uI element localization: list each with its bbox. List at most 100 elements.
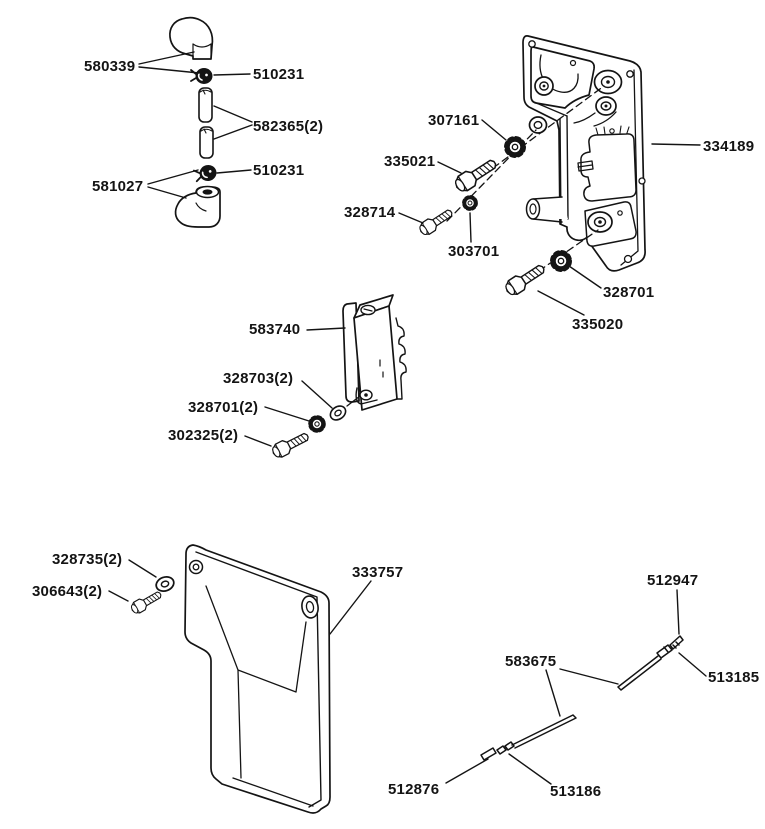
lead-lower-connector [496,741,515,755]
lead-upper-connector [656,644,673,659]
callout-303701: 303701 [448,243,499,260]
cover-ear-bore [192,563,200,571]
leader-513185 [678,652,707,677]
leader-328714 [398,212,424,224]
plate-window [530,46,596,109]
leader-335020 [537,290,585,316]
callout-583675: 583675 [505,653,556,670]
part-lockwasher-328701-2 [310,417,324,431]
callout-302325: 302325(2) [168,427,238,444]
part-screw-302325 [269,428,312,461]
group-power-pack [342,294,407,411]
callout-513185: 513185 [708,669,759,686]
part-washer-328735 [153,573,177,595]
plate-boss-window-ring [539,81,549,91]
powerpack-top-slot [363,308,373,312]
plate-hole-bottom-right [623,254,633,264]
plate-boss-midleft [528,116,548,134]
plate-hole-top-mid [569,59,577,67]
callout-510231-bottom: 510231 [253,162,304,179]
plate-hole-top-left [528,40,536,48]
plate-boss-arm [573,111,617,127]
leader-513186 [508,753,552,785]
powerpack-face-marks [379,359,384,378]
plate-boss-cylinder-cap [525,198,541,220]
leader-335021 [437,161,462,174]
group-leads [480,635,684,761]
plate-cutout-hatch [595,125,630,136]
plate-cutout-mark [609,128,615,134]
plate-boss-lower-ring [600,101,612,111]
part-screw-306643 [128,588,164,617]
part-elbow-580339-detail [192,43,212,59]
callout-labels: 580339 510231 582365(2) 510231 581027 30… [32,58,759,800]
callout-334189: 334189 [703,138,754,155]
callout-512876: 512876 [388,781,439,798]
leader-lines [108,51,707,785]
part-tube-582365-a-cap [199,89,212,95]
leader-582365 [213,105,253,140]
leader-328735 [128,559,157,578]
plate-hole-top-right [626,70,634,78]
plate-boss-cylinder-body [533,197,568,219]
plate-boss-cylinder-lines [532,196,563,223]
callout-510231-top: 510231 [253,66,304,83]
leader-303701 [469,212,472,243]
cover-grommet-bore [305,600,315,614]
plate-boss-cylinder-bore [529,203,537,215]
callout-328701: 328701 [603,284,654,301]
group-bracket-plate [522,35,646,272]
callout-306643: 306643(2) [32,583,102,600]
leader-328701 [568,265,602,289]
part-elbow-581027-detail [195,202,207,212]
part-bolt-328714 [416,205,456,238]
plate-boss-lower-dot [604,104,608,108]
callout-328735: 328735(2) [52,551,122,568]
powerpack-washer-link [346,395,361,407]
part-clamp-510231-bottom [192,162,219,185]
leader-510231-top [213,73,251,76]
lead-lower-wire [511,714,577,749]
plate-cutout [580,133,637,202]
callout-513186: 513186 [550,783,601,800]
plate-boss-upper-dot [606,80,610,84]
cover-grommet [301,595,319,619]
plate-boss-bottom-dot [598,220,602,224]
callout-307161: 307161 [428,112,479,129]
cover-outline [184,544,331,814]
cover-ear-hole [188,559,204,575]
leader-328701-2 [264,406,310,422]
part-tube-582365-b [199,126,214,159]
part-elbow-580339 [169,16,214,60]
callout-512947: 512947 [647,572,698,589]
plate-notch-right-edge [638,177,646,185]
plate-boss-upper-ring [600,75,616,89]
plate-window-recess [539,54,579,93]
callout-335021: 335021 [384,153,435,170]
plate-boss-midleft-ring [533,120,543,130]
group-primer-hose [169,16,221,228]
callout-582365: 582365(2) [253,118,323,135]
leader-583675 [545,668,619,717]
callout-328703: 328703(2) [223,370,293,387]
plate-boss-bottom-ring [593,216,607,228]
leader-512947 [676,589,680,635]
group-cover [184,544,331,814]
callout-333757: 333757 [352,564,403,581]
lead-upper-wire [617,655,662,691]
leader-333757 [329,580,372,635]
plate-ledge-line [533,101,568,117]
plate-clip [577,160,594,172]
part-clamp-510231-top [190,67,213,85]
cover-fold-lines [205,585,307,779]
lead-lower-endcap [480,747,497,761]
cover-bottom-inner [232,777,314,807]
callout-328701-2: 328701(2) [188,399,258,416]
powerpack-bottom-tab [355,387,378,405]
leader-510231-bottom [216,169,252,174]
part-tube-582365-a [198,87,213,123]
leader-328703 [301,380,333,409]
part-lockwasher-307161 [507,139,524,156]
